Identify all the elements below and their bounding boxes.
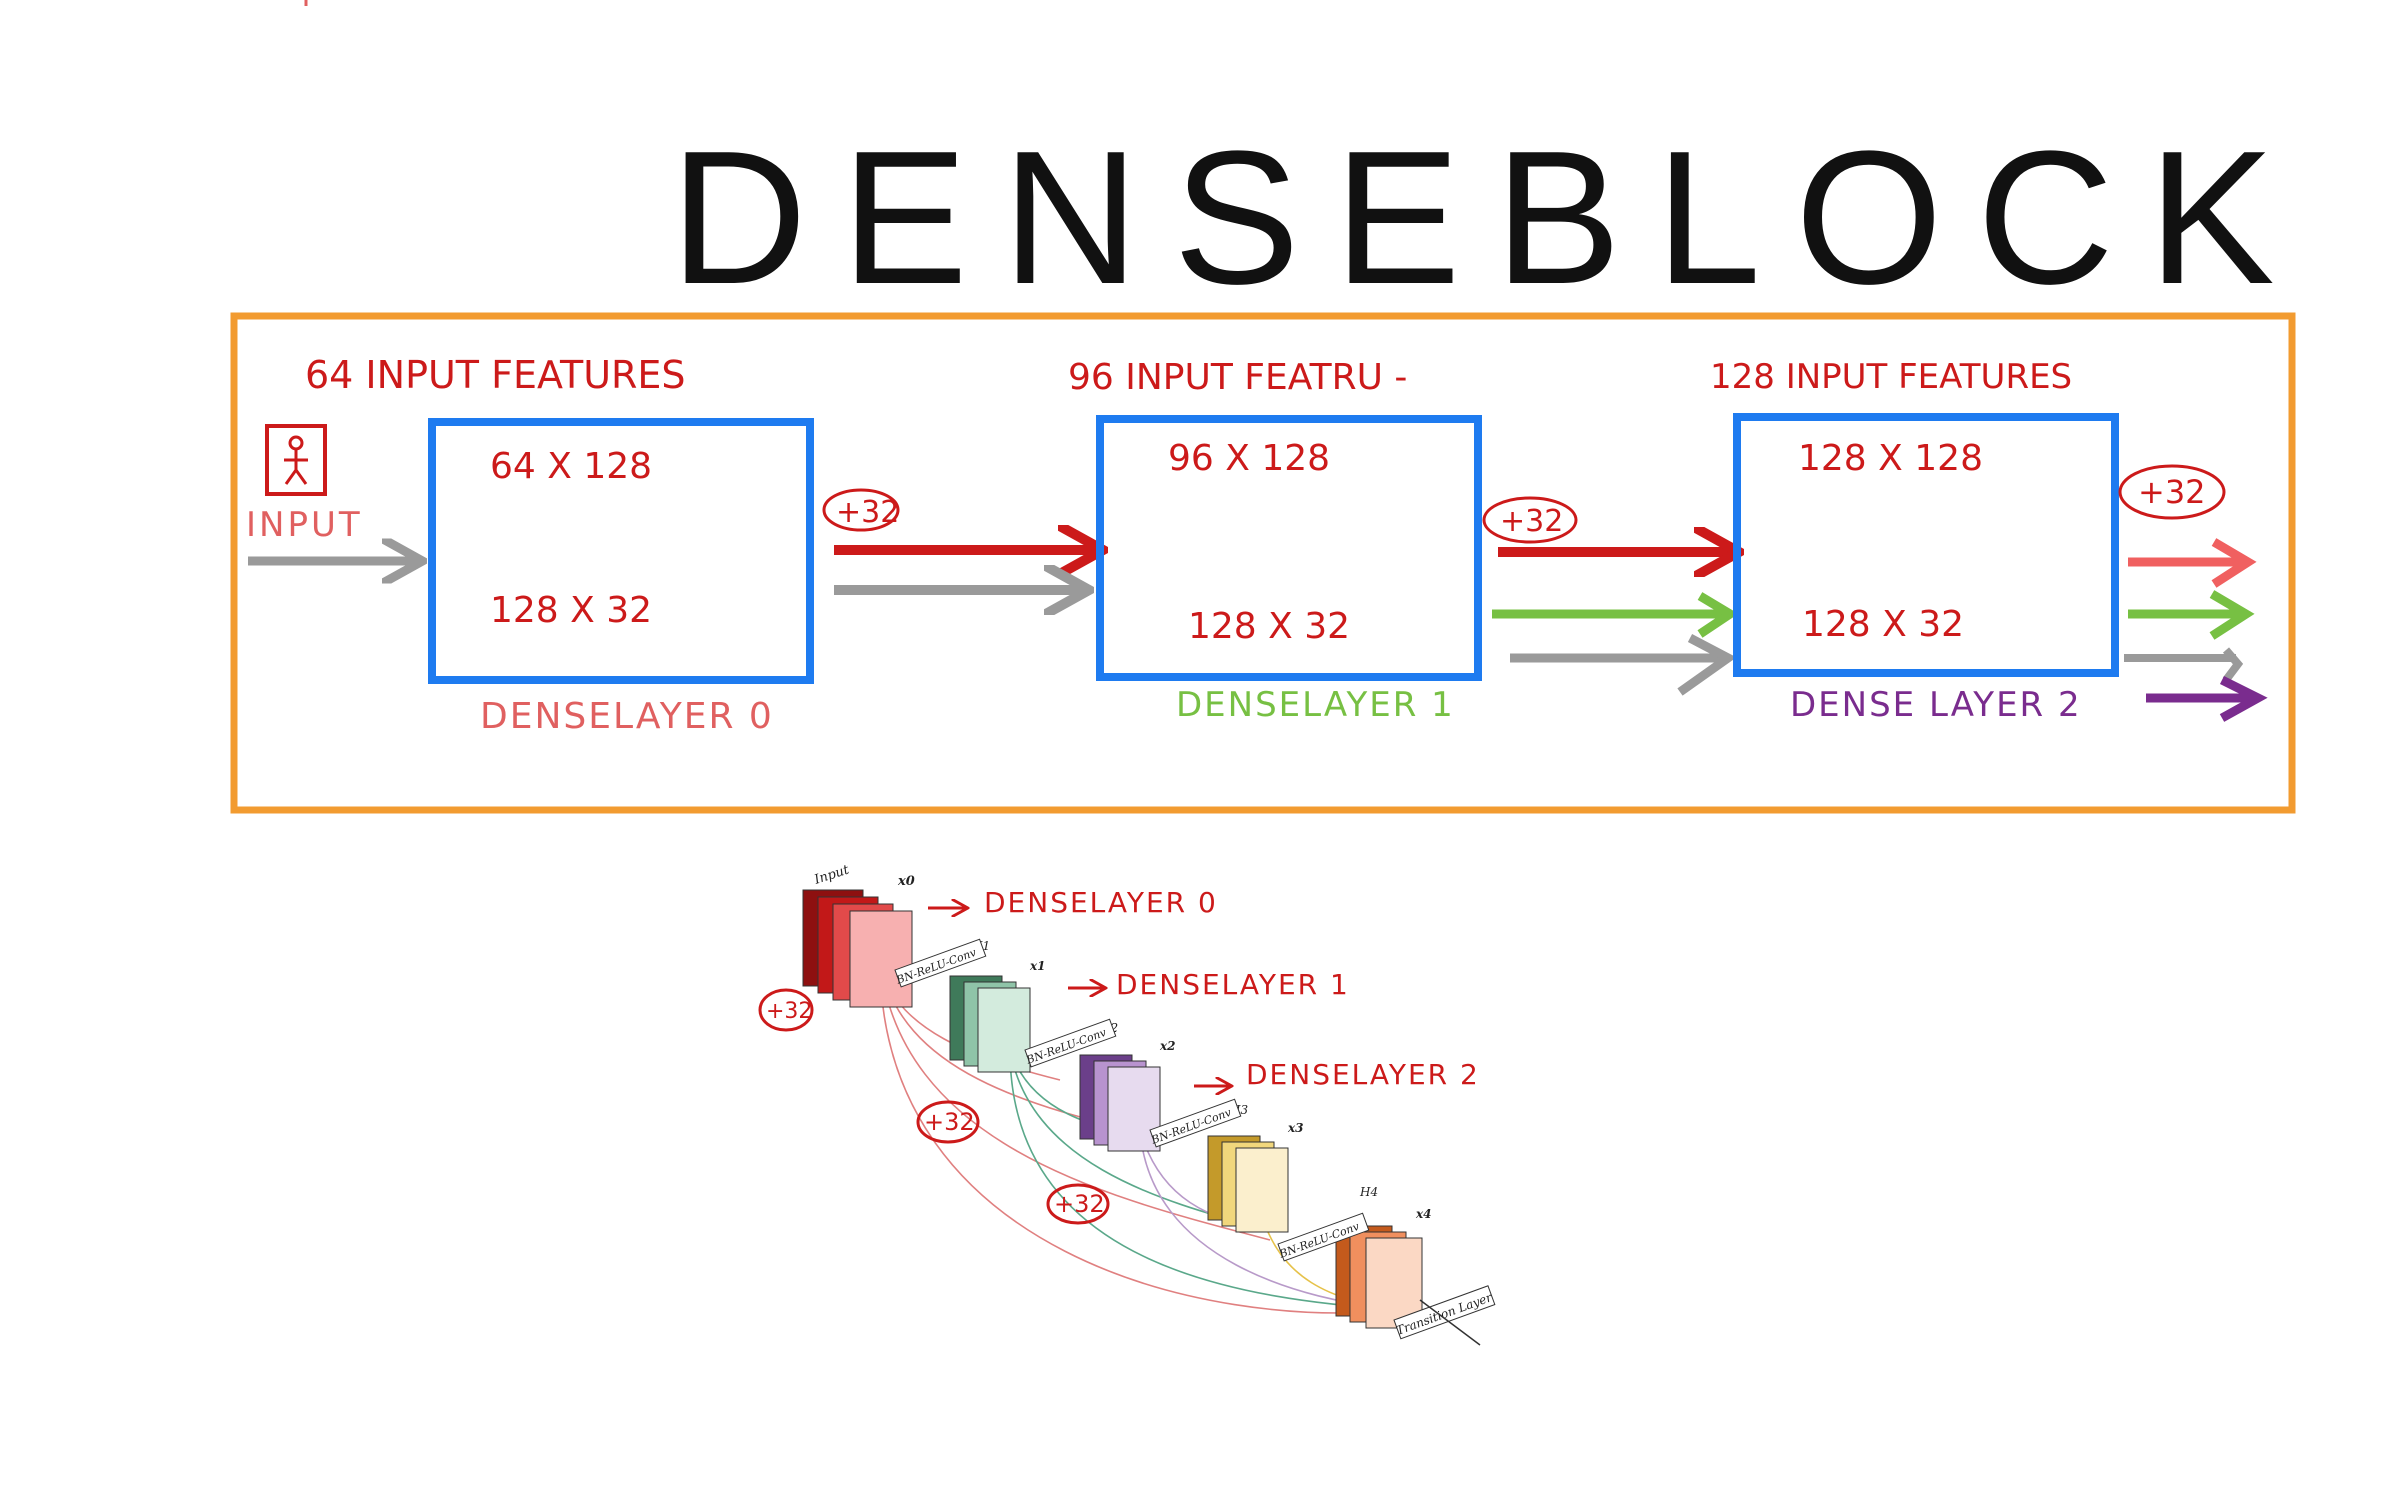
denselayer-2: 128 INPUT FEATURES 128 X 128 128 X 32 DE… bbox=[1710, 357, 2119, 725]
ref-badge-2: +32 bbox=[1046, 1183, 1110, 1225]
layer-1-bottom: 128 X 32 bbox=[1188, 606, 1350, 647]
ref-badge-1: +32 bbox=[916, 1100, 980, 1144]
ref-x4: x4 bbox=[1415, 1207, 1432, 1221]
conv-box-2 bbox=[1024, 1018, 1117, 1068]
reference-figure: Input x0 x1 H1 BN-ReLU-Conv x2 H2 BN-ReL… bbox=[802, 862, 1496, 1346]
callout-0: DENSELAYER 0 bbox=[984, 886, 1218, 919]
feature-x4 bbox=[1335, 1225, 1423, 1329]
ref-x0: x0 bbox=[897, 874, 915, 889]
denseblock-frame bbox=[230, 312, 2296, 814]
feature-x3 bbox=[1207, 1135, 1289, 1233]
arrow-green-1-2-head bbox=[1697, 592, 1739, 638]
ref-input-label: Input bbox=[812, 862, 852, 888]
growth-badge-1-text: +32 bbox=[1500, 504, 1563, 539]
layer-2-bottom: 128 X 32 bbox=[1802, 604, 1964, 645]
out-arrow-purple bbox=[2146, 675, 2268, 722]
callout-2: DENSELAYER 2 bbox=[1246, 1058, 1480, 1091]
transition-arrow bbox=[1419, 1299, 1481, 1346]
layer-2-top: 128 X 128 bbox=[1798, 438, 1983, 479]
out-arrow-gray bbox=[2124, 647, 2244, 683]
denselayer-0: 64 INPUT FEATURES 64 X 128 128 X 32 DENS… bbox=[305, 353, 814, 737]
person-in-box-icon bbox=[265, 424, 327, 496]
input-label: INPUT bbox=[246, 505, 363, 545]
conv-box-1 bbox=[894, 938, 987, 988]
ref-badge-0: +32 bbox=[758, 988, 814, 1032]
layer-0-bottom: 128 X 32 bbox=[490, 590, 652, 631]
layer-2-features: 128 INPUT FEATURES bbox=[1710, 357, 2072, 397]
feature-x1 bbox=[949, 975, 1031, 1073]
layer-1-box bbox=[1096, 415, 1482, 681]
input-group: INPUT bbox=[246, 424, 363, 545]
out-arrow-pink bbox=[2128, 538, 2257, 588]
layer-1-features: 96 INPUT FEATRU - bbox=[1068, 357, 1407, 398]
layer-0-caption: DENSELAYER 0 bbox=[480, 696, 774, 737]
ref-badge-1-text: +32 bbox=[924, 1108, 975, 1136]
layer-0-box bbox=[428, 418, 814, 684]
feature-x0 bbox=[802, 889, 913, 1008]
ref-x1: x1 bbox=[1029, 959, 1046, 973]
page-title: DENSEBLOCK bbox=[670, 112, 2309, 324]
conv-box-4 bbox=[1277, 1212, 1370, 1262]
denselayer-1: 96 INPUT FEATRU - 96 X 128 128 X 32 DENS… bbox=[1068, 357, 1482, 725]
out-arrow-green bbox=[2128, 590, 2255, 640]
layer-2-caption: DENSE LAYER 2 bbox=[1790, 685, 2082, 725]
layer-1-top: 96 X 128 bbox=[1168, 438, 1330, 479]
growth-badge-1: +32 bbox=[1482, 496, 1578, 544]
arrow-gray-1-2-head bbox=[1677, 634, 1737, 696]
ref-badge-2-text: +32 bbox=[1054, 1190, 1105, 1218]
ref-badge-0-text: +32 bbox=[766, 999, 812, 1024]
ref-x3: x3 bbox=[1287, 1121, 1304, 1135]
callout-1: DENSELAYER 1 bbox=[1116, 968, 1350, 1001]
feature-x2 bbox=[1079, 1054, 1161, 1152]
layer-0-top: 64 X 128 bbox=[490, 446, 652, 487]
ref-h4: H4 bbox=[1359, 1185, 1378, 1199]
layer-0-features: 64 INPUT FEATURES bbox=[305, 353, 686, 397]
growth-badge-0: +32 bbox=[822, 488, 900, 532]
growth-badge-2: +32 bbox=[2118, 464, 2226, 520]
layer-2-box bbox=[1733, 413, 2119, 677]
layer-1-caption: DENSELAYER 1 bbox=[1176, 685, 1455, 725]
growth-badge-2-text: +32 bbox=[2138, 473, 2206, 511]
growth-badge-0-text: +32 bbox=[836, 495, 899, 530]
conv-box-3 bbox=[1149, 1098, 1242, 1148]
ref-x2: x2 bbox=[1159, 1039, 1176, 1053]
